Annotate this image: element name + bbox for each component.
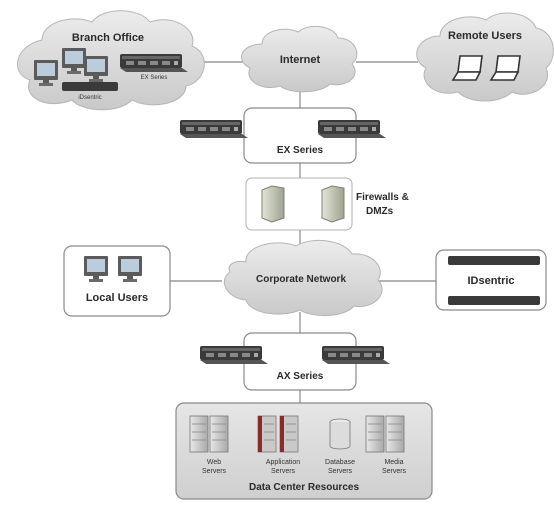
web-servers-label-line1: Web <box>206 459 222 466</box>
data-center-group <box>175 402 433 500</box>
branch-ex-device-icon <box>120 54 188 72</box>
data-center-title: Data Center Resources <box>248 482 360 493</box>
media-server-icon <box>365 415 385 453</box>
firewall-icon-2 <box>321 185 345 223</box>
idsentric-group <box>435 249 547 311</box>
ax-series-label: AX Series <box>276 371 324 382</box>
firewall-icon <box>261 185 285 223</box>
corporate-network-cloud <box>224 240 383 316</box>
database-icon <box>329 418 351 450</box>
application-servers-label: Application Servers <box>248 458 318 476</box>
database-servers-label-line1: Database <box>325 459 355 466</box>
firewalls-label-line2: DMZs <box>366 206 394 217</box>
idsentric-label: IDsentric <box>467 275 515 287</box>
remote-users-label: Remote Users <box>448 30 522 42</box>
media-servers-label-line1: Media <box>384 459 404 466</box>
application-servers-label-line2: Servers <box>270 468 296 475</box>
internet-label: Internet <box>279 54 321 66</box>
ex-series-group <box>180 107 386 164</box>
corporate-network-label: Corporate Network <box>255 274 346 285</box>
local-users-label: Local Users <box>85 292 149 304</box>
database-servers-label: Database Servers <box>312 458 368 476</box>
app-server-icon-2 <box>279 415 299 453</box>
app-server-icon <box>257 415 277 453</box>
web-servers-label-line2: Servers <box>201 468 227 475</box>
idsentric-device-icon-top <box>448 256 540 265</box>
ex-device-icon-right <box>318 120 386 138</box>
ax-device-icon-right <box>322 346 390 364</box>
web-server-icon <box>189 415 209 453</box>
branch-idsentric-label: iDsentric <box>78 95 102 101</box>
application-servers-label-line1: Application <box>265 459 301 466</box>
remote-users-cloud <box>416 12 554 102</box>
ax-series-group <box>200 332 390 391</box>
web-servers-label: Web Servers <box>182 458 246 476</box>
branch-office-cloud <box>17 10 205 111</box>
firewalls-label-line1: Firewalls & <box>356 192 409 203</box>
ax-device-icon-left <box>200 346 268 364</box>
branch-idsentric-device-icon <box>62 82 118 91</box>
firewalls-group <box>245 177 353 231</box>
database-servers-label-line2: Servers <box>327 468 353 475</box>
branch-ex-series-label: EX Series <box>140 75 168 81</box>
media-server-icon-2 <box>385 415 405 453</box>
idsentric-device-icon-bottom <box>448 296 540 305</box>
internet-cloud <box>241 25 358 93</box>
local-users-group <box>63 245 171 317</box>
media-servers-label: Media Servers <box>366 458 422 476</box>
ex-device-icon-left <box>180 120 248 138</box>
web-server-icon-2 <box>209 415 229 453</box>
ex-series-label: EX Series <box>276 145 324 156</box>
branch-office-title: Branch Office <box>71 32 145 44</box>
media-servers-label-line2: Servers <box>381 468 407 475</box>
